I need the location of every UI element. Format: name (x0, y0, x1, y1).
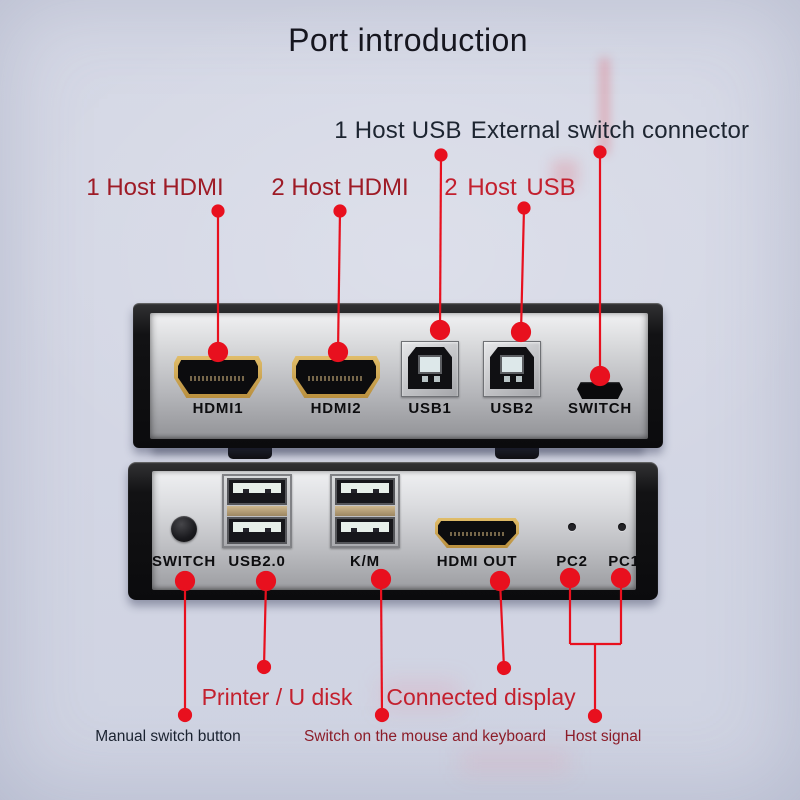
device-shadow (152, 446, 644, 454)
device-foot (228, 447, 272, 459)
usb-a-notch (373, 528, 379, 532)
hdmi-pins (308, 375, 364, 381)
usb-a-tongue (233, 522, 281, 532)
usb-a-tongue (341, 522, 389, 532)
connector-dot (434, 148, 448, 162)
label-1-host-usb: 1 Host USB (334, 117, 462, 144)
label-manual-switch-button: Manual switch button (95, 728, 241, 745)
km-dual-port-icon (330, 474, 400, 548)
hdmi-pins (190, 375, 246, 381)
usb-b-pin (434, 376, 440, 382)
label-printer-udisk: Printer / U disk (201, 684, 353, 710)
usb2-port-icon (483, 341, 541, 397)
label-2-host-usb: 2 Host USB (444, 174, 576, 201)
port-label-switch-button: SWITCH (152, 553, 216, 570)
usb-b-pin (422, 376, 428, 382)
label-1-host-hdmi: 1 Host HDMI (86, 174, 224, 201)
label-switch-mouse-keyboard: Switch on the mouse and keyboard (303, 728, 547, 745)
usb-b-pin (504, 376, 510, 382)
hdmi-out-port-icon (435, 518, 519, 548)
pink-smudge (460, 748, 570, 774)
usb-b-tab (500, 355, 524, 374)
switch-micro-usb-port-icon (577, 382, 623, 399)
manual-switch-button-icon (171, 516, 197, 542)
port-label-pc1: PC1 (608, 553, 640, 570)
pc1-led-indicator (618, 523, 626, 531)
port-label-hdmi2: HDMI2 (310, 400, 362, 417)
label-connected-display: Connected display (386, 684, 576, 710)
usb-a-tongue (341, 483, 389, 493)
usb-a-opening (335, 478, 395, 505)
usb-b-pin (516, 376, 522, 382)
port-label-usb2: USB2 (490, 400, 534, 417)
pc2-led-indicator (568, 523, 576, 531)
port-separator (227, 506, 287, 516)
port-label-pc2: PC2 (556, 553, 588, 570)
port-label-km: K/M (350, 553, 380, 570)
page-title: Port introduction (288, 22, 528, 58)
connector-dot (496, 660, 512, 676)
usb-a-notch (243, 489, 249, 493)
usb-a-notch (373, 489, 379, 493)
usb-a-notch (265, 528, 271, 532)
port-label-usb1: USB1 (408, 400, 452, 417)
label-host-signal: Host signal (564, 728, 642, 745)
hdmi1-port-opening (178, 360, 258, 394)
usb-a-opening (227, 478, 287, 505)
connector-dot (256, 659, 272, 675)
usb-a-notch (351, 528, 357, 532)
port-label-hdmi-out: HDMI OUT (436, 553, 518, 570)
hdmi-pins (449, 532, 505, 537)
connector-dot (333, 204, 347, 218)
usb-a-opening (335, 517, 395, 544)
port-label-switch: SWITCH (568, 400, 632, 417)
usb-b-tab (418, 355, 442, 374)
usb-a-notch (243, 528, 249, 532)
usb-a-tongue (233, 483, 281, 493)
connector-dot (517, 201, 531, 215)
connector-dot (211, 204, 225, 218)
hdmi-out-opening (438, 521, 516, 545)
usb1-port-icon (401, 341, 459, 397)
connector-dot (177, 707, 193, 723)
usb-a-notch (351, 489, 357, 493)
port-label-hdmi1: HDMI1 (192, 400, 244, 417)
hdmi2-port-icon (292, 356, 380, 398)
connector-dot (593, 145, 607, 159)
hdmi2-port-opening (296, 360, 376, 394)
connector-dot (587, 708, 603, 724)
label-2-host-hdmi: 2 Host HDMI (271, 174, 409, 201)
label-external-switch-connector: External switch connector (470, 117, 750, 144)
port-label-usb2-0: USB2.0 (228, 553, 286, 570)
device-foot (495, 447, 539, 459)
usb2-0-dual-port-icon (222, 474, 292, 548)
usb-a-notch (265, 489, 271, 493)
hdmi1-port-icon (174, 356, 262, 398)
usb-a-opening (227, 517, 287, 544)
port-separator (335, 506, 395, 516)
